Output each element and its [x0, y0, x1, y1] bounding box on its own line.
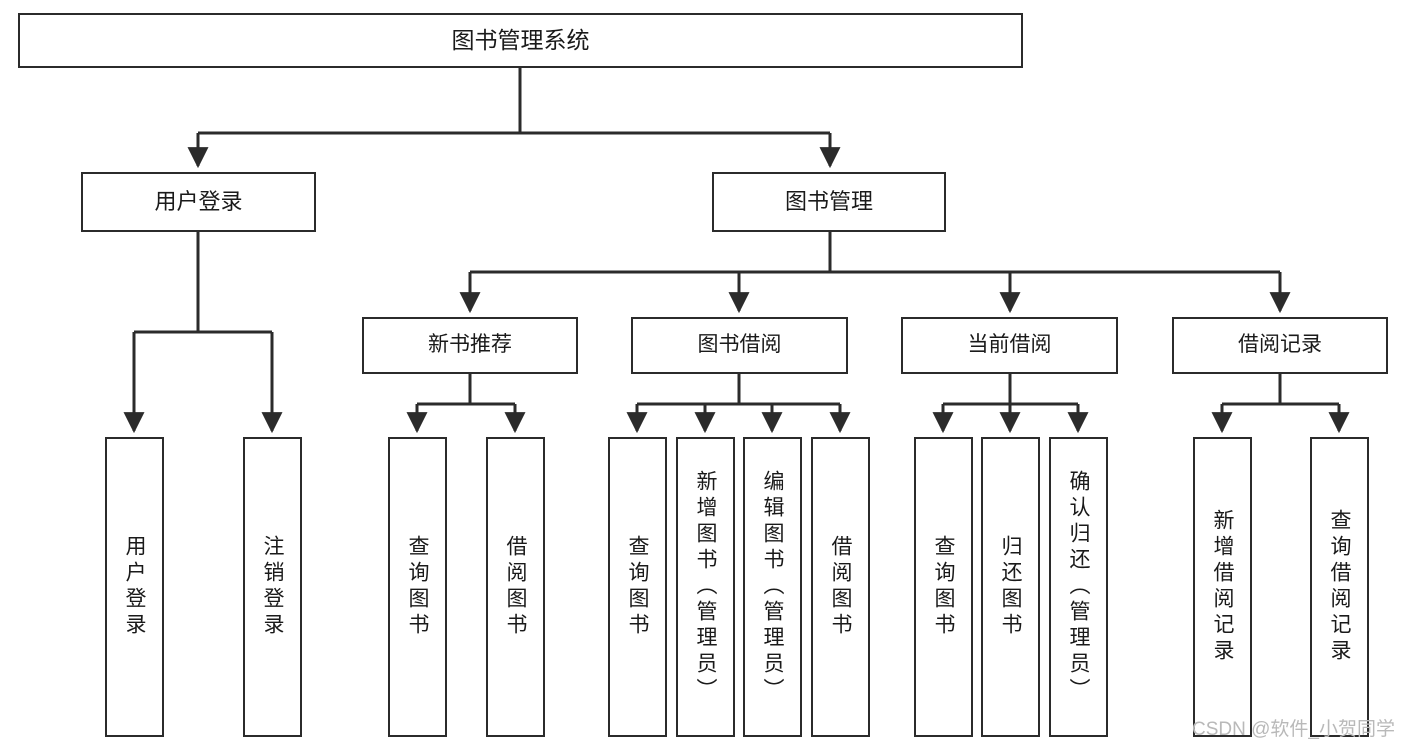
node-leaf-query-book-2-label: 查询图书 — [626, 535, 649, 639]
node-current-borrow-label: 当前借阅 — [967, 333, 1052, 357]
node-leaf-add-record-label: 新增借阅记录 — [1211, 509, 1234, 665]
node-leaf-add-book-label: 新增图书（管理员） — [694, 470, 717, 704]
node-leaf-confirm-return[interactable]: 确认归还（管理员） — [1049, 437, 1108, 737]
node-leaf-borrow-book-1[interactable]: 借阅图书 — [486, 437, 545, 737]
node-leaf-return-book[interactable]: 归还图书 — [981, 437, 1040, 737]
node-leaf-add-record[interactable]: 新增借阅记录 — [1193, 437, 1252, 737]
node-leaf-confirm-return-label: 确认归还（管理员） — [1067, 470, 1090, 704]
node-leaf-add-book[interactable]: 新增图书（管理员） — [676, 437, 735, 737]
node-borrow-record[interactable]: 借阅记录 — [1172, 317, 1388, 374]
node-root-label: 图书管理系统 — [451, 26, 590, 53]
node-leaf-borrow-book-1-label: 借阅图书 — [504, 535, 527, 639]
node-leaf-query-book-1[interactable]: 查询图书 — [388, 437, 447, 737]
node-current-borrow[interactable]: 当前借阅 — [901, 317, 1118, 374]
node-root[interactable]: 图书管理系统 — [18, 13, 1023, 68]
node-leaf-user-login[interactable]: 用户登录 — [105, 437, 164, 737]
node-leaf-query-book-3-label: 查询图书 — [932, 535, 955, 639]
csdn-watermark: CSDN @软件_小贺同学 — [1192, 719, 1395, 740]
node-leaf-query-book-2[interactable]: 查询图书 — [608, 437, 667, 737]
node-new-book-recommend-label: 新书推荐 — [428, 333, 512, 357]
node-leaf-edit-book[interactable]: 编辑图书（管理员） — [743, 437, 802, 737]
node-leaf-user-logout-label: 注销登录 — [261, 535, 284, 639]
node-user-login-label: 用户登录 — [154, 189, 243, 215]
node-borrow-record-label: 借阅记录 — [1238, 333, 1322, 357]
node-leaf-edit-book-label: 编辑图书（管理员） — [761, 470, 784, 704]
node-leaf-borrow-book-2-label: 借阅图书 — [829, 535, 852, 639]
node-book-manage[interactable]: 图书管理 — [712, 172, 946, 232]
node-leaf-query-book-1-label: 查询图书 — [406, 535, 429, 639]
node-leaf-query-book-3[interactable]: 查询图书 — [914, 437, 973, 737]
node-leaf-user-login-label: 用户登录 — [123, 535, 146, 639]
node-new-book-recommend[interactable]: 新书推荐 — [362, 317, 578, 374]
node-leaf-query-record-label: 查询借阅记录 — [1328, 509, 1351, 665]
node-book-borrow[interactable]: 图书借阅 — [631, 317, 848, 374]
node-leaf-return-book-label: 归还图书 — [999, 535, 1022, 639]
node-book-borrow-label: 图书借阅 — [697, 333, 782, 357]
node-book-manage-label: 图书管理 — [784, 189, 873, 215]
node-leaf-user-logout[interactable]: 注销登录 — [243, 437, 302, 737]
node-leaf-borrow-book-2[interactable]: 借阅图书 — [811, 437, 870, 737]
node-user-login[interactable]: 用户登录 — [81, 172, 316, 232]
node-leaf-query-record[interactable]: 查询借阅记录 — [1310, 437, 1369, 737]
